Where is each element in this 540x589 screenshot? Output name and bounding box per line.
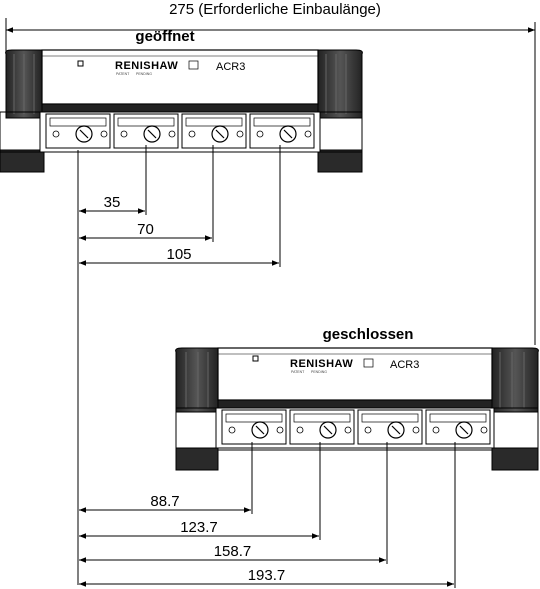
rubber-end-cap-icon <box>491 347 539 413</box>
port-screw-icon <box>221 409 287 445</box>
closed-unit: geschlossen RENISHAW ACR3 PATENT PENDING… <box>79 326 539 588</box>
closed-dimension-label: 123.7 <box>180 519 218 536</box>
open-brand-logo: RENISHAW <box>115 60 178 72</box>
closed-dimension-label: 158.7 <box>214 543 252 560</box>
port-screw-icon <box>249 113 315 149</box>
closed-rail <box>217 399 493 409</box>
open-model-label: ACR3 <box>216 61 245 73</box>
open-left-foot <box>0 149 45 173</box>
rubber-end-cap-icon <box>5 49 43 119</box>
open-small-print-1: PATENT <box>116 72 130 76</box>
closed-small-print-2: PENDING <box>311 370 327 374</box>
closed-brand-logo: RENISHAW <box>290 358 353 370</box>
port-screw-icon <box>425 409 491 445</box>
logo-mark-icon <box>188 60 199 70</box>
overall-length-label: 275 (Erforderliche Einbaulänge) <box>169 1 381 18</box>
closed-small-print-1: PATENT <box>291 370 305 374</box>
rubber-end-cap-icon <box>317 49 363 119</box>
closed-state-label: geschlossen <box>323 326 414 343</box>
open-unit: geöffnet RENISHAW ACR3 PATENT PENDING <box>0 28 363 585</box>
indicator-led <box>252 355 259 362</box>
port-screw-icon <box>289 409 355 445</box>
port-screw-icon <box>357 409 423 445</box>
open-state-label: geöffnet <box>135 28 194 45</box>
indicator-led <box>77 60 84 67</box>
rubber-end-cap-icon <box>175 347 219 413</box>
port-screw-icon <box>45 113 111 149</box>
closed-dimension-label: 88.7 <box>150 493 179 510</box>
open-dimension-label: 35 <box>104 194 121 211</box>
closed-right-foot <box>491 447 539 471</box>
open-dimension-label: 105 <box>166 246 191 263</box>
open-right-foot <box>317 149 363 173</box>
open-body <box>41 49 319 105</box>
port-screw-icon <box>181 113 247 149</box>
closed-model-label: ACR3 <box>390 359 419 371</box>
closed-left-foot <box>175 447 219 471</box>
closed-dimension-label: 193.7 <box>248 567 286 584</box>
open-rail <box>41 103 319 113</box>
open-dimension-label: 70 <box>137 221 154 238</box>
logo-mark-icon <box>363 358 374 368</box>
overall-length-dimension: 275 (Erforderliche Einbaulänge) <box>5 1 536 345</box>
port-screw-icon <box>113 113 179 149</box>
open-small-print-2: PENDING <box>136 72 152 76</box>
closed-body <box>217 347 493 401</box>
